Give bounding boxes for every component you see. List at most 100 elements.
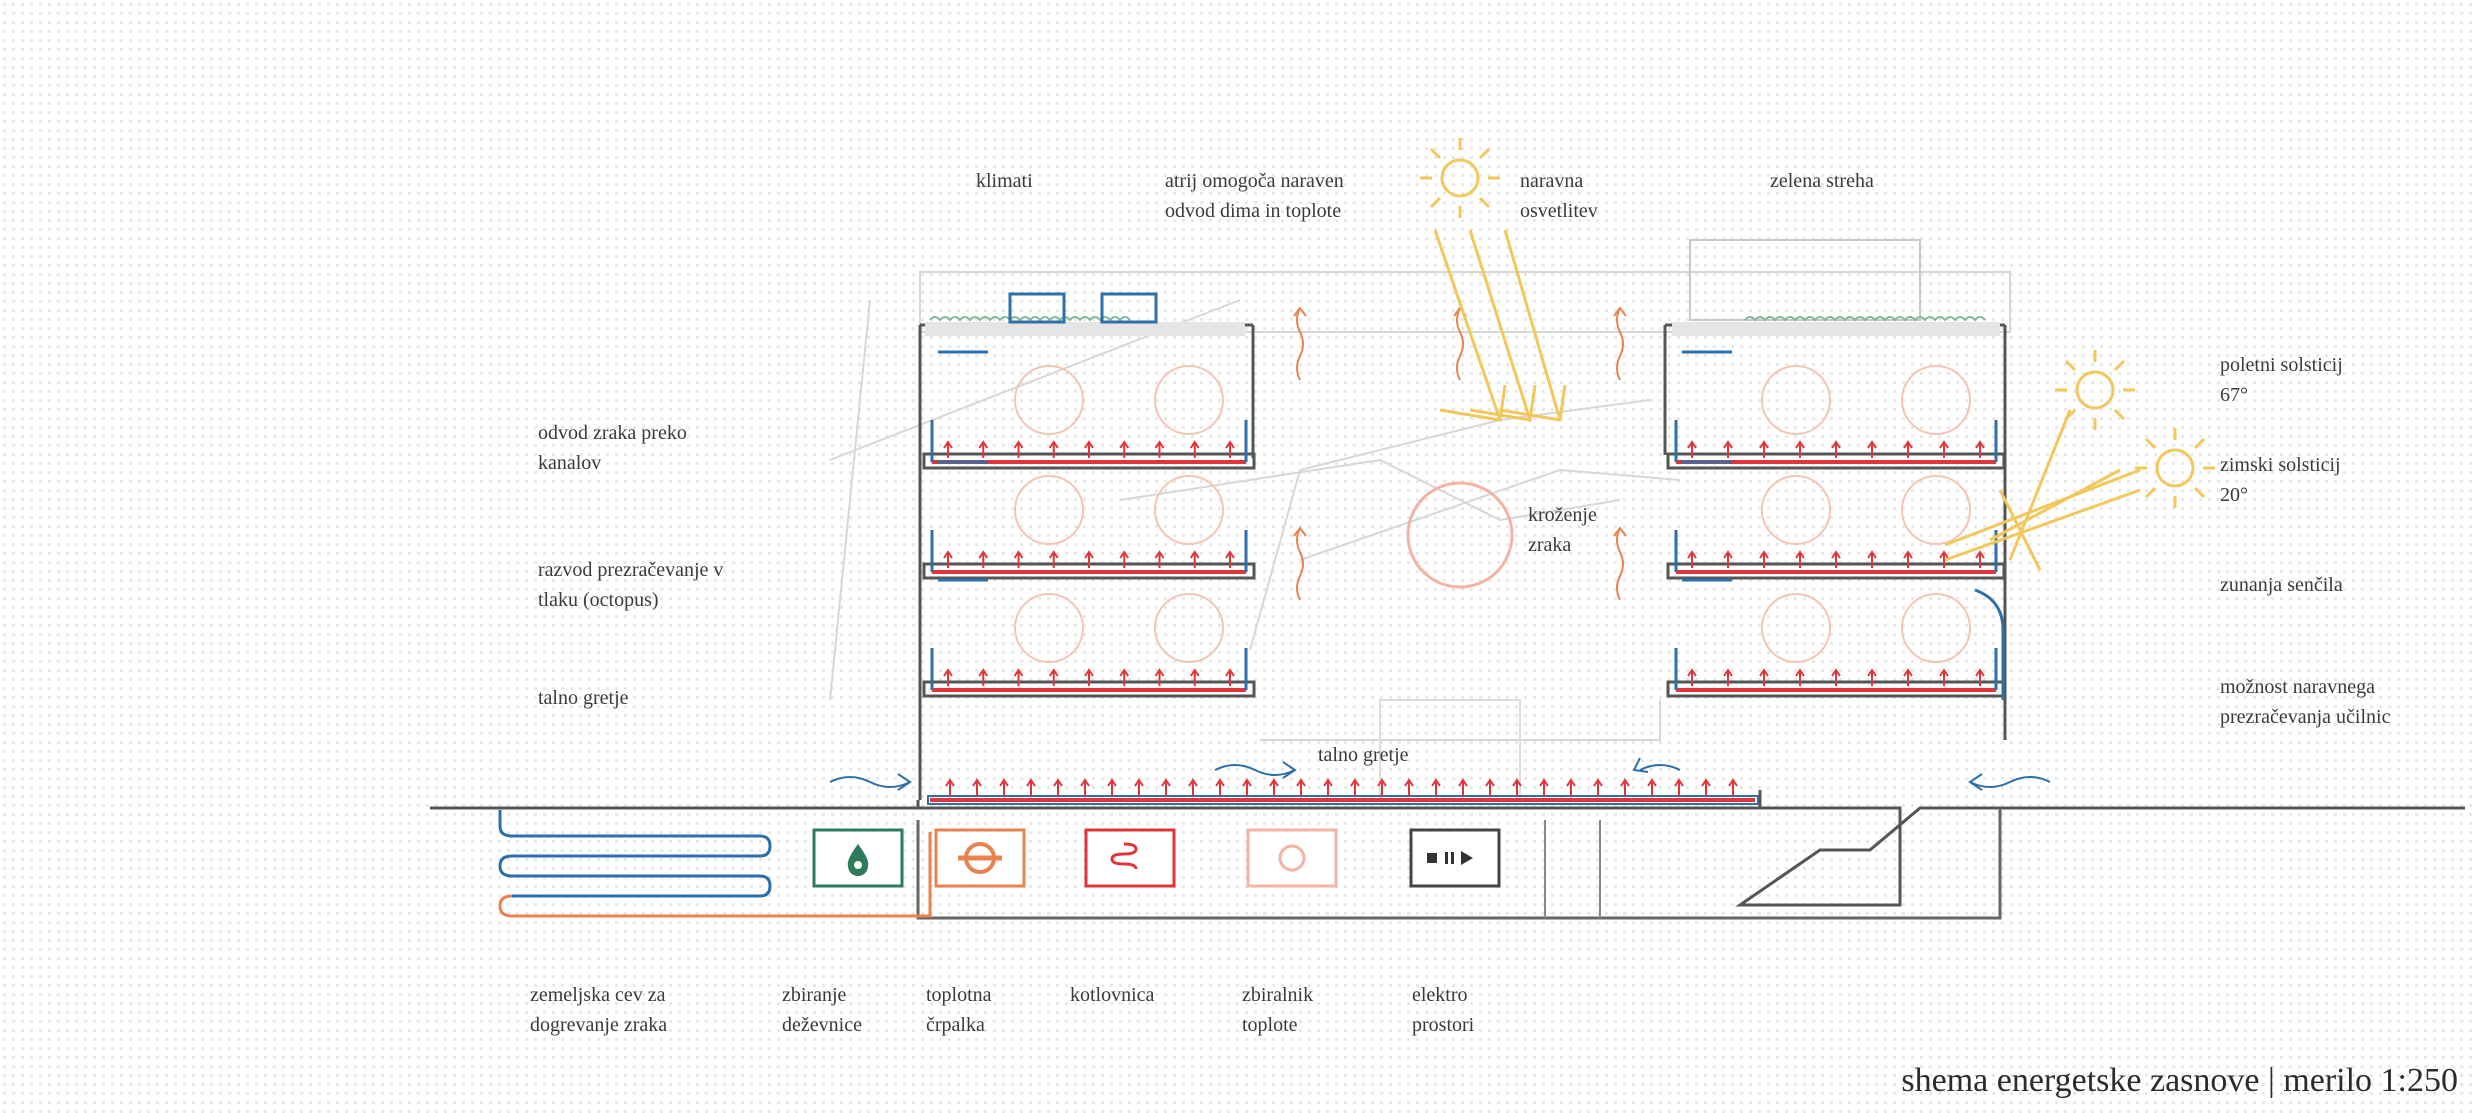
label-poletni-line1: poletni solsticij (2220, 354, 2343, 376)
heat-up-arrow (1404, 778, 1414, 796)
label-naravna: naravna osvetlitev (1520, 166, 1598, 226)
climate-unit-2 (1100, 292, 1158, 324)
label-atrij: atrij omogoča naraven odvod dima in topl… (1165, 166, 1344, 226)
heat-up-arrow (1759, 440, 1769, 458)
heat-up-arrow (1013, 668, 1024, 686)
label-elektro-line2: prostori (1412, 1014, 1475, 1036)
heat-up-arrow (1674, 778, 1684, 796)
sun-icon (2135, 428, 2215, 508)
heat-up-arrow (1154, 550, 1165, 568)
heat-up-arrow (1026, 778, 1036, 796)
label-poletni-line2: 67° (2220, 384, 2248, 406)
heat-up-arrow (1975, 440, 1985, 458)
label-naravna-line2: osvetlitev (1520, 200, 1598, 222)
heat-up-arrow (1189, 550, 1200, 568)
heat-up-arrow (1161, 778, 1171, 796)
heat-up-arrow (1154, 440, 1165, 458)
label-elektro-line1: elektro (1412, 984, 1468, 1006)
sun-icon (1420, 138, 1500, 218)
right-floors (1666, 350, 2006, 698)
heat-up-arrow (1759, 550, 1769, 568)
label-poletni: poletni solsticij 67° (2220, 350, 2343, 410)
heat-up-arrow (1539, 778, 1549, 796)
heat-up-arrow (1903, 440, 1913, 458)
heat-up-arrow (1048, 668, 1059, 686)
heat-up-arrow (1084, 550, 1094, 568)
heat-up-arrow (1189, 668, 1200, 686)
heat-up-arrow (1831, 440, 1841, 458)
external-shading-icon (1974, 588, 2005, 700)
heat-up-arrow (1831, 668, 1841, 686)
label-razvod: razvod prezračevanje v tlaku (octopus) (538, 555, 723, 615)
label-krozenje-line1: kroženje (1528, 504, 1597, 526)
heat-up-arrow (1242, 778, 1252, 796)
heat-up-arrow (1215, 778, 1225, 796)
heat-up-arrow (1013, 440, 1024, 458)
heat-up-arrow (1296, 778, 1306, 796)
basement-outline (916, 808, 2002, 920)
label-zemeljska-line2: dogrevanje zraka (530, 1014, 668, 1036)
heat-up-arrow (1269, 778, 1279, 796)
heat-up-arrow (1512, 778, 1522, 796)
green-roof-left (925, 316, 1245, 336)
basement-divider (1544, 820, 1601, 918)
solstice-rays (1944, 409, 2141, 571)
heat-up-arrow (978, 440, 989, 458)
heat-up-arrow (1728, 778, 1738, 796)
heat-up-arrow (1458, 778, 1468, 796)
heat-up-arrow (1134, 778, 1144, 796)
heat-up-arrow (1647, 778, 1657, 796)
climate-unit-1 (1008, 292, 1066, 324)
heat-up-arrow (1323, 778, 1333, 796)
heat-up-arrow (1687, 550, 1697, 568)
heat-up-arrow (1048, 550, 1059, 568)
heat-up-arrow (1723, 668, 1733, 686)
heat-up-arrow (1867, 668, 1877, 686)
media-controls-icon (1409, 828, 1501, 888)
label-zimski-line2: 20° (2220, 484, 2248, 506)
heat-pump-icon (934, 828, 1026, 888)
label-zelena-streha: zelena streha (1770, 170, 1874, 192)
label-krozenje-line2: zraka (1528, 534, 1572, 556)
ground-line (430, 806, 2465, 907)
heat-up-arrow (1795, 550, 1805, 568)
label-elektro: elektro prostori (1412, 980, 1474, 1040)
heat-up-arrow (1867, 440, 1877, 458)
heat-up-arrow (1831, 550, 1841, 568)
heat-up-arrow (943, 550, 953, 568)
heat-up-arrow (999, 778, 1009, 796)
earth-tube (498, 810, 932, 918)
heat-up-arrow (943, 668, 953, 686)
heat-up-arrow (1566, 778, 1576, 796)
label-odvod: odvod zraka preko kanalov (538, 418, 687, 478)
heat-up-arrow (1687, 668, 1697, 686)
atrium-warm-air-arrows (1293, 306, 1627, 601)
ground-floor-heating (916, 778, 1762, 808)
heat-up-arrow (1795, 668, 1805, 686)
heat-storage-icon (1246, 828, 1338, 888)
label-kotlovnica: kotlovnica (1070, 984, 1155, 1006)
heat-up-arrow (1048, 440, 1059, 458)
heat-up-arrow (945, 778, 955, 796)
heat-up-arrow (1431, 778, 1441, 796)
heat-up-arrow (1939, 440, 1949, 458)
heat-up-arrow (1119, 550, 1130, 568)
label-odvod-line1: odvod zraka preko (538, 422, 687, 444)
label-zbiranje-line1: zbiranje (782, 984, 847, 1006)
label-zbiralnik-line1: zbiralnik (1242, 984, 1314, 1006)
heat-up-arrow (1225, 668, 1235, 686)
heat-up-arrow (1723, 440, 1733, 458)
label-moznost-line1: možnost naravnega (2220, 676, 2375, 698)
heat-up-arrow (1759, 668, 1769, 686)
label-zimski: zimski solsticij 20° (2220, 450, 2341, 510)
heat-up-arrow (1939, 668, 1949, 686)
heat-up-arrow (978, 550, 989, 568)
heat-up-arrow (1154, 668, 1165, 686)
heat-up-arrow (1189, 440, 1200, 458)
sun-icon (2055, 350, 2135, 430)
left-floor-3 (922, 578, 1256, 698)
heat-up-arrow (1723, 550, 1733, 568)
heat-up-arrow (1903, 668, 1913, 686)
label-zbiranje-line2: deževnice (782, 1014, 862, 1036)
label-toplotna: toplotna črpalka (926, 980, 992, 1040)
